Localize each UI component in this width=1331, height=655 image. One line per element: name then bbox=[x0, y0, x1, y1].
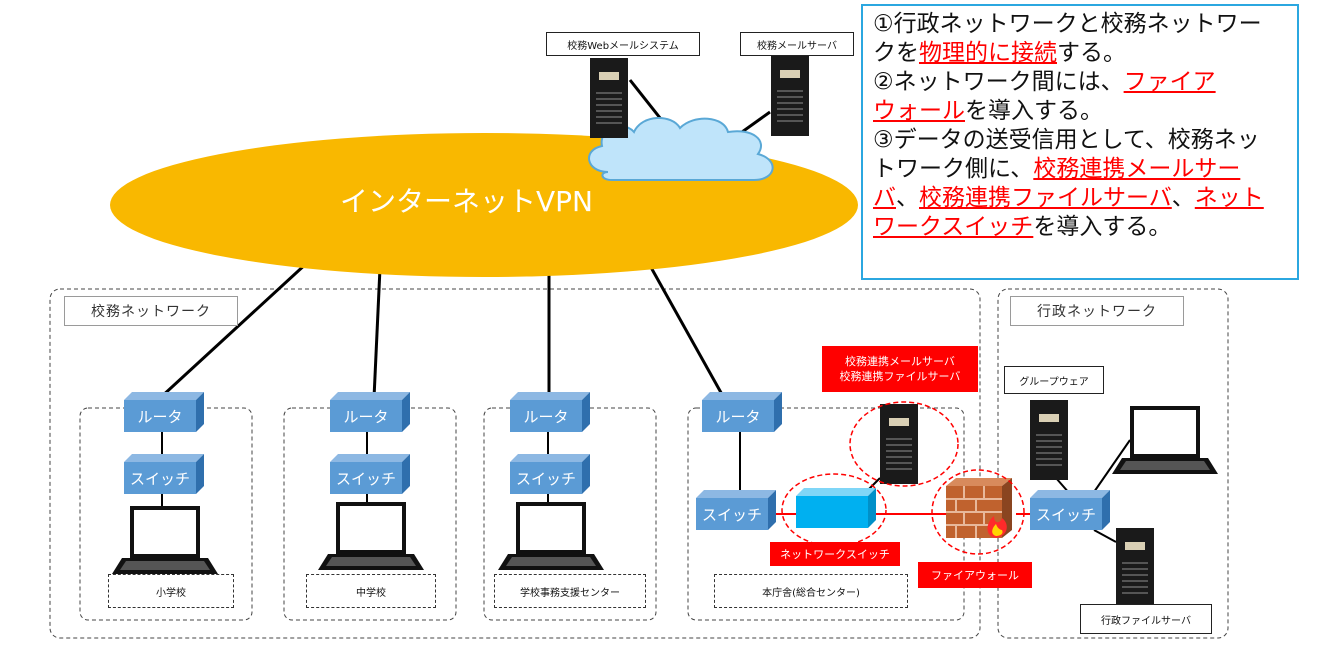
callout-text: 、 bbox=[1171, 185, 1195, 211]
callout-highlight: ワークスイッチ bbox=[873, 214, 1034, 240]
webmail-server-icon bbox=[590, 58, 628, 138]
laptop-icon-admin bbox=[1110, 406, 1220, 476]
callout-box: ①行政ネットワークと校務ネットワー クを物理的に接続する。 ②ネットワーク間には… bbox=[861, 4, 1299, 280]
cloud-icon bbox=[588, 116, 774, 181]
callout-text: クを bbox=[873, 40, 919, 66]
callout-text: する。 bbox=[1057, 40, 1126, 66]
laptop-icon-elementary bbox=[110, 506, 220, 576]
site-label-headquarters: 本庁舎(総合センター) bbox=[714, 574, 908, 608]
callout-highlight: ウォール bbox=[873, 98, 965, 124]
callout-point-2: ②ネットワーク間には、ファイア ウォールを導入する。 bbox=[873, 68, 1289, 126]
callout-highlight: ファイア bbox=[1123, 69, 1216, 95]
site-label-junior-high: 中学校 bbox=[306, 574, 436, 608]
callout-text: ①行政ネットワークと校務ネットワー bbox=[873, 11, 1262, 37]
callout-point-1: ①行政ネットワークと校務ネットワー クを物理的に接続する。 bbox=[873, 10, 1289, 68]
coop-mail-server-text: 校務連携メールサーバ bbox=[845, 355, 955, 368]
router-label: ルータ bbox=[343, 407, 389, 426]
callout-point-3: ③データの送受信用として、校務ネッ トワーク側に、校務連携メールサー バ、校務連… bbox=[873, 126, 1289, 242]
callout-text: 、 bbox=[896, 185, 919, 211]
highlight-circle-network-switch bbox=[781, 473, 887, 547]
mail-server-label: 校務メールサーバ bbox=[740, 32, 854, 56]
admin-network-label: 行政ネットワーク bbox=[1010, 296, 1184, 326]
site-region-headquarters bbox=[687, 407, 965, 621]
switch-label: スイッチ bbox=[1035, 505, 1096, 524]
callout-highlight: 校務連携メールサー bbox=[1033, 156, 1241, 182]
school-network-region bbox=[49, 288, 981, 639]
admin-file-server-label: 行政ファイルサーバ bbox=[1080, 604, 1212, 634]
callout-text: を導入する。 bbox=[1033, 214, 1172, 240]
callout-highlight: バ bbox=[873, 185, 896, 211]
firewall-icon bbox=[946, 478, 1012, 538]
firewall-label: ファイアウォール bbox=[918, 562, 1032, 588]
switch-label: スイッチ bbox=[701, 505, 762, 524]
laptop-icon-support-center bbox=[496, 502, 606, 572]
callout-highlight: ネット bbox=[1194, 185, 1264, 211]
switch-label: スイッチ bbox=[515, 469, 576, 488]
callout-highlight: 物理的に接続 bbox=[919, 40, 1057, 66]
switch-label: スイッチ bbox=[335, 469, 396, 488]
site-label-support-center: 学校事務支援センター bbox=[494, 574, 646, 608]
site-label-elementary: 小学校 bbox=[108, 574, 234, 608]
groupware-label: グループウェア bbox=[1004, 366, 1104, 394]
router-label: ルータ bbox=[137, 407, 183, 426]
network-switch-icon bbox=[796, 488, 876, 528]
laptop-icon-junior-high bbox=[316, 502, 426, 572]
school-network-label: 校務ネットワーク bbox=[64, 296, 238, 326]
network-switch-label: ネットワークスイッチ bbox=[770, 542, 900, 566]
callout-text: ②ネットワーク間には、 bbox=[873, 69, 1124, 95]
callout-text: を導入する。 bbox=[965, 98, 1103, 124]
webmail-system-label: 校務Webメールシステム bbox=[546, 32, 700, 56]
highlight-circle-firewall bbox=[931, 469, 1025, 555]
coop-server-icon bbox=[880, 404, 918, 484]
switch-label: スイッチ bbox=[129, 469, 190, 488]
callout-text: ③データの送受信用として、校務ネッ bbox=[873, 127, 1260, 153]
groupware-server-icon bbox=[1030, 400, 1068, 480]
coop-servers-label: 校務連携メールサーバ 校務連携ファイルサーバ bbox=[822, 346, 978, 392]
callout-highlight: 校務連携ファイルサーバ bbox=[919, 185, 1172, 211]
admin-file-server-icon bbox=[1116, 528, 1154, 608]
callout-text: トワーク側に、 bbox=[873, 156, 1034, 182]
coop-file-server-text: 校務連携ファイルサーバ bbox=[839, 370, 961, 383]
mail-server-icon bbox=[771, 56, 809, 136]
router-label: ルータ bbox=[523, 407, 569, 426]
admin-network-region bbox=[997, 288, 1229, 639]
highlight-circle-coop-server bbox=[849, 401, 959, 487]
vpn-label: インターネットVPN bbox=[340, 185, 593, 218]
router-label: ルータ bbox=[715, 407, 761, 426]
